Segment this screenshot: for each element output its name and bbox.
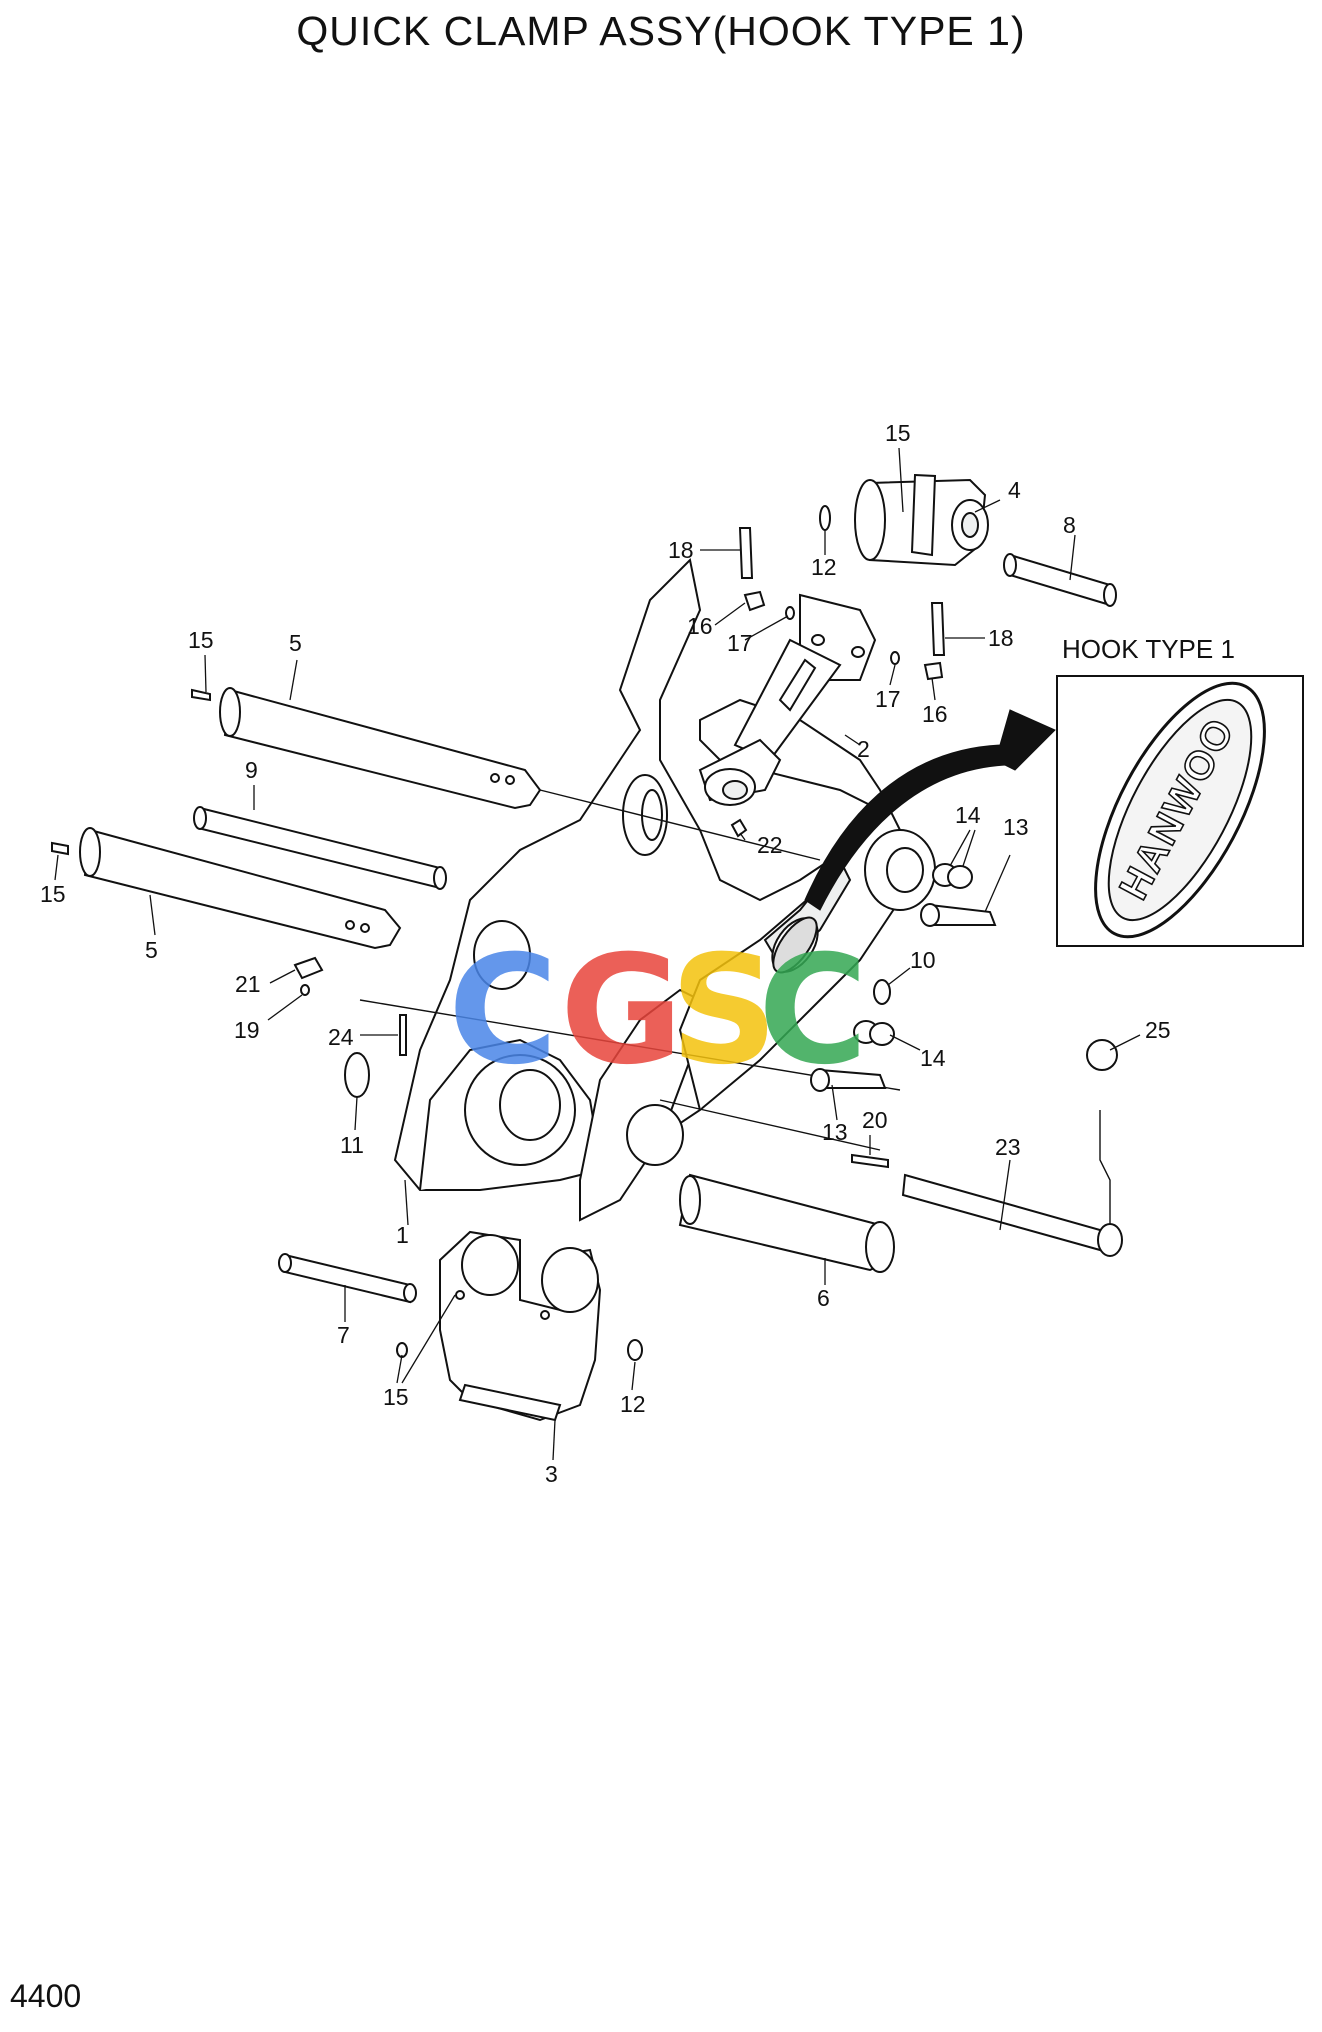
fitting-16-left bbox=[743, 590, 766, 612]
callout-18-right: 18 bbox=[988, 625, 1014, 651]
callout-22: 22 bbox=[757, 832, 783, 858]
block-4 bbox=[854, 473, 989, 567]
circlip-11 bbox=[344, 1052, 370, 1098]
watermark-g: G bbox=[560, 924, 683, 1098]
grease-fitting-15b bbox=[51, 841, 69, 856]
watermark-c2: C bbox=[758, 924, 868, 1098]
pin-9 bbox=[193, 806, 447, 890]
fitting-19 bbox=[300, 984, 310, 996]
watermark-c1: C bbox=[448, 924, 558, 1098]
ring-12-bottom bbox=[627, 1339, 643, 1361]
callout-labels: 15 4 8 18 12 16 17 18 17 16 2 22 15 5 9 … bbox=[40, 420, 1171, 1487]
leader-lines bbox=[54, 447, 1141, 1461]
callout-24: 24 bbox=[328, 1024, 354, 1050]
bolt-13-upper bbox=[920, 903, 997, 927]
pin-23 bbox=[901, 1110, 1123, 1257]
callout-3: 3 bbox=[545, 1461, 558, 1487]
watermark: C G S C bbox=[448, 924, 868, 1098]
callout-10: 10 bbox=[910, 947, 936, 973]
callout-9: 9 bbox=[245, 757, 258, 783]
callout-16-left: 16 bbox=[687, 613, 713, 639]
callout-5-lower: 5 bbox=[145, 937, 158, 963]
nuts-14-lower bbox=[853, 1020, 895, 1046]
fitting-16-right bbox=[923, 661, 944, 681]
callout-6: 6 bbox=[817, 1285, 830, 1311]
callout-13-upper: 13 bbox=[1003, 814, 1029, 840]
ring-17-left bbox=[785, 606, 795, 620]
ring-17-right bbox=[890, 651, 900, 665]
inset-label: HOOK TYPE 1 bbox=[1062, 634, 1235, 664]
nuts-14-upper bbox=[932, 863, 973, 889]
callout-23: 23 bbox=[995, 1134, 1021, 1160]
callout-20: 20 bbox=[862, 1107, 888, 1133]
watermark-s: S bbox=[670, 924, 778, 1098]
pin-5-lower bbox=[79, 827, 402, 950]
callout-15-left-lower: 15 bbox=[40, 881, 66, 907]
callout-7: 7 bbox=[337, 1322, 350, 1348]
callout-13-lower: 13 bbox=[822, 1119, 848, 1145]
pin-8 bbox=[1003, 553, 1117, 607]
ring-10 bbox=[873, 979, 891, 1005]
bolt-18-right bbox=[930, 602, 946, 656]
pin-5-upper bbox=[219, 687, 821, 861]
callout-16-right: 16 bbox=[922, 701, 948, 727]
ring-12-top bbox=[819, 505, 831, 531]
callout-2: 2 bbox=[857, 736, 870, 762]
logo-on-frame bbox=[772, 916, 818, 974]
callout-17-left: 17 bbox=[727, 630, 753, 656]
plate-21 bbox=[293, 956, 324, 980]
callout-18-left: 18 bbox=[668, 537, 694, 563]
inset-arrow bbox=[804, 709, 1056, 911]
callout-12-top: 12 bbox=[811, 554, 837, 580]
grease-fitting-15a bbox=[191, 688, 211, 702]
fitting-22 bbox=[730, 818, 748, 838]
callout-12-bottom: 12 bbox=[620, 1391, 646, 1417]
pin-20 bbox=[851, 1153, 889, 1169]
callout-15-left-upper: 15 bbox=[188, 627, 214, 653]
pin-7 bbox=[278, 1253, 417, 1304]
cylinder-2 bbox=[698, 593, 877, 806]
callout-25: 25 bbox=[1145, 1017, 1171, 1043]
callout-17-right: 17 bbox=[875, 686, 901, 712]
callout-1: 1 bbox=[396, 1222, 409, 1248]
page-number: 4400 bbox=[10, 1978, 82, 2014]
callout-14-upper: 14 bbox=[955, 802, 981, 828]
hanwoo-logo: HANWOO bbox=[1094, 681, 1266, 939]
page-title: QUICK CLAMP ASSY(HOOK TYPE 1) bbox=[296, 8, 1026, 54]
callout-21: 21 bbox=[235, 971, 261, 997]
callout-8: 8 bbox=[1063, 512, 1076, 538]
callout-11: 11 bbox=[340, 1132, 364, 1158]
pin-24 bbox=[399, 1014, 407, 1056]
pin-6 bbox=[678, 1173, 895, 1273]
callout-5-upper: 5 bbox=[289, 630, 302, 656]
bolt-13-lower bbox=[810, 1068, 887, 1092]
callout-19: 19 bbox=[234, 1017, 260, 1043]
callout-14-lower: 14 bbox=[920, 1045, 946, 1071]
ring-25 bbox=[1086, 1039, 1118, 1071]
callout-15-bottom: 15 bbox=[383, 1384, 409, 1410]
callout-15-top: 15 bbox=[885, 420, 911, 446]
bolt-18-left bbox=[738, 527, 754, 579]
callout-4: 4 bbox=[1008, 477, 1021, 503]
grease-fitting-15c bbox=[396, 1342, 408, 1358]
hook-3 bbox=[439, 1230, 602, 1422]
